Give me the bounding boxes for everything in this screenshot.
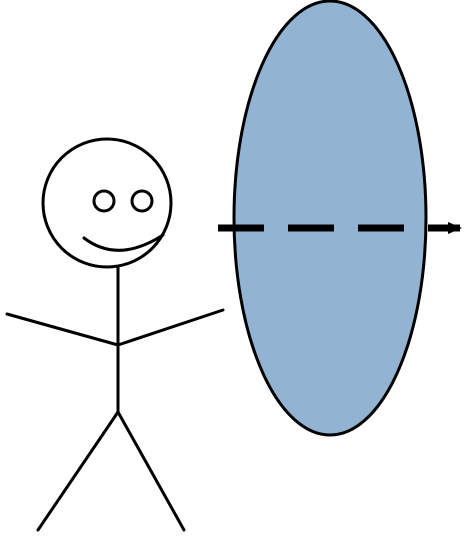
left-arm-line [7,314,118,345]
right-eye-circle [132,191,152,211]
blue-ellipse [234,1,426,435]
left-eye-circle [94,191,114,211]
right-arm-line [118,310,223,345]
right-leg-line [118,412,184,530]
left-leg-line [38,412,118,530]
stick-figure [7,139,223,530]
